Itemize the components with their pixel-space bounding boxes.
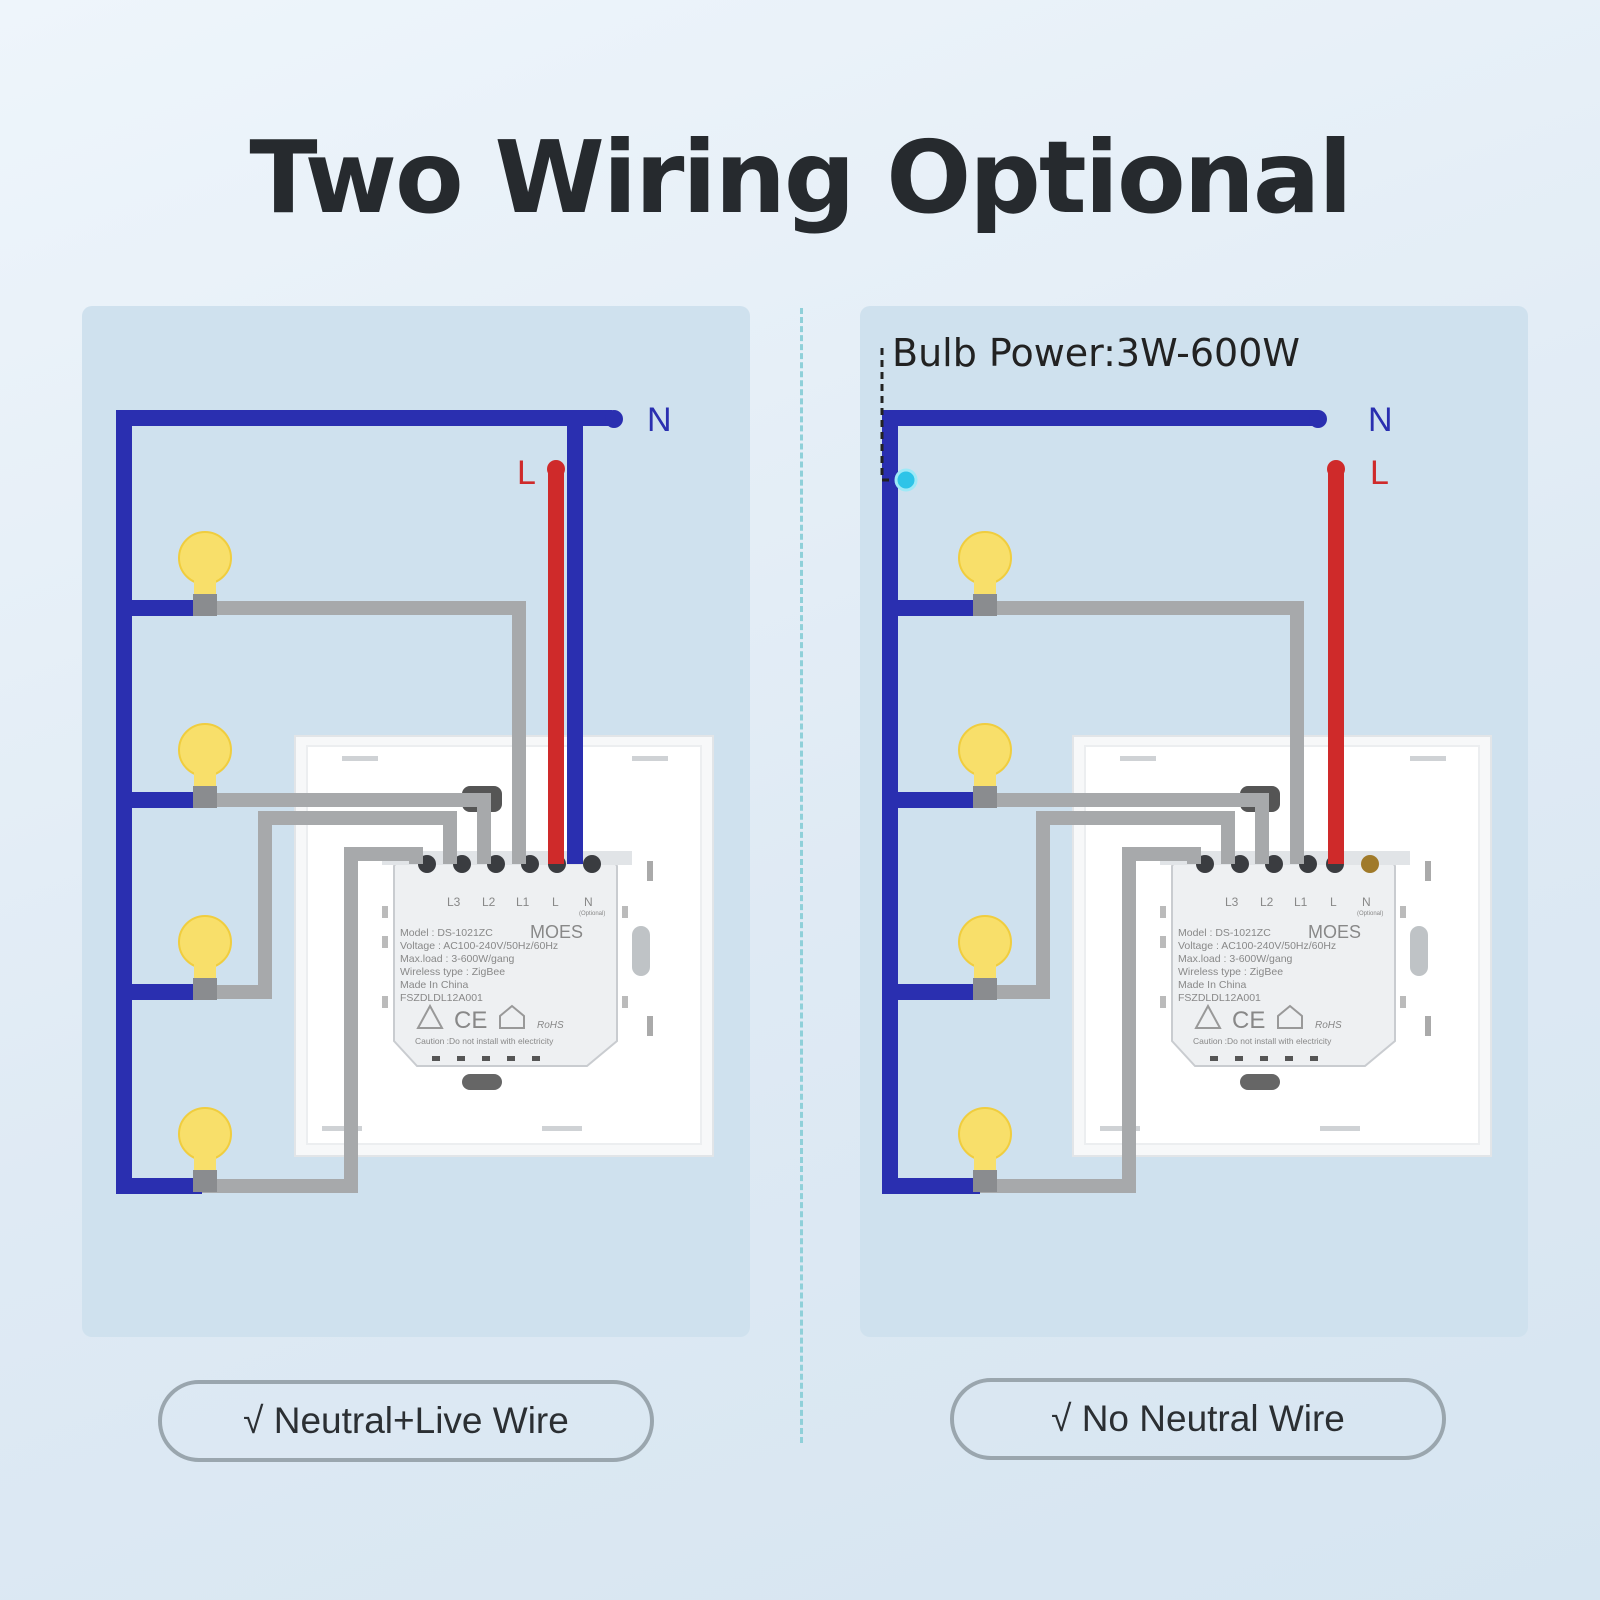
terminal-label: L1 [1294,895,1308,909]
spec-line: Made In China [400,979,468,991]
spec-line: Wireless type : ZigBee [1178,966,1283,978]
ce-mark: CE [1232,1007,1265,1034]
caution-text: Caution :Do not install with electricity [1193,1036,1332,1046]
neutral-label: N [647,401,672,439]
bulb-icon [178,723,232,808]
switch-module: L3 L2 L1 L N (Optional) MOES Model : DS-… [1160,786,1410,1067]
bulb-icon [958,531,1012,616]
bulb-icon [178,1107,232,1192]
left-wiring-diagram: L3 L2 L1 L N (Optional) MOES Model : DS-… [116,401,714,1194]
left-wiring-panel: L3 L2 L1 L N (Optional) MOES Model : DS-… [82,306,750,1337]
brand-logo: MOES [1308,922,1361,942]
terminal-label: L2 [1260,895,1274,909]
spec-line: Max.load : 3-600W/gang [1178,953,1293,965]
brand-logo: MOES [530,922,583,942]
indoor-icon [499,1004,525,1029]
neutral-wires [116,410,612,1194]
terminal-note: (Optional) [579,911,605,917]
neutral-wires [882,410,1318,1194]
indoor-icon [1277,1004,1303,1029]
bulb-power-note: Bulb Power:3W-600W [892,331,1300,375]
live-wire [547,460,565,864]
terminal-note: (Optional) [1357,911,1383,917]
caption-text: √ Neutral+Live Wire [243,1400,569,1441]
rohs-mark: RoHS [1315,1020,1342,1031]
terminal-label: N [584,895,593,909]
caption-text: √ No Neutral Wire [1051,1398,1345,1439]
no-neutral-caption: √ No Neutral Wire [950,1378,1446,1460]
right-wiring-diagram: L3 L2 L1 L N (Optional) MOES Model : DS-… [880,331,1492,1194]
spec-line: Wireless type : ZigBee [400,966,505,978]
load-wires [980,601,1304,1193]
ce-mark: CE [454,1007,487,1034]
annotation-bracket [880,348,892,482]
warning-icon [1194,1003,1222,1029]
live-label: L [1370,454,1389,492]
terminal-label: L [1330,895,1337,909]
terminal-label: L3 [447,895,461,909]
warning-icon [416,1003,444,1029]
highlight-dot [894,468,918,492]
bulb-icon [178,531,232,616]
bulb-icon [178,915,232,1000]
neutral-wire-end [1309,410,1327,428]
bulb-icon [958,915,1012,1000]
spec-line: Voltage : AC100-240V/50Hz/60Hz [1178,940,1336,952]
neutral-label: N [1368,401,1393,439]
terminal-label: L [552,895,559,909]
load-wires [202,601,526,1193]
neutral-live-caption: √ Neutral+Live Wire [158,1380,654,1462]
bulb-icon [958,723,1012,808]
page-title: Two Wiring Optional [249,119,1352,236]
spec-line: Model : DS-1021ZC [400,927,493,939]
live-label: L [517,454,536,492]
spec-line: Max.load : 3-600W/gang [400,953,515,965]
terminal-label: L2 [482,895,496,909]
caution-text: Caution :Do not install with electricity [415,1036,554,1046]
panel-divider [800,308,803,1443]
spec-line: Model : DS-1021ZC [1178,927,1271,939]
terminal-label: N [1362,895,1371,909]
bulb-icon [958,1107,1012,1192]
spec-line: Made In China [1178,979,1246,991]
neutral-wire-end [605,410,623,428]
rohs-mark: RoHS [537,1020,564,1031]
terminal-label: L3 [1225,895,1239,909]
live-wire [1327,460,1345,864]
spec-line: FSZDLDL12A001 [1178,992,1261,1004]
spec-line: FSZDLDL12A001 [400,992,483,1004]
right-wiring-panel: L3 L2 L1 L N (Optional) MOES Model : DS-… [860,306,1528,1337]
spec-line: Voltage : AC100-240V/50Hz/60Hz [400,940,558,952]
terminal-label: L1 [516,895,530,909]
